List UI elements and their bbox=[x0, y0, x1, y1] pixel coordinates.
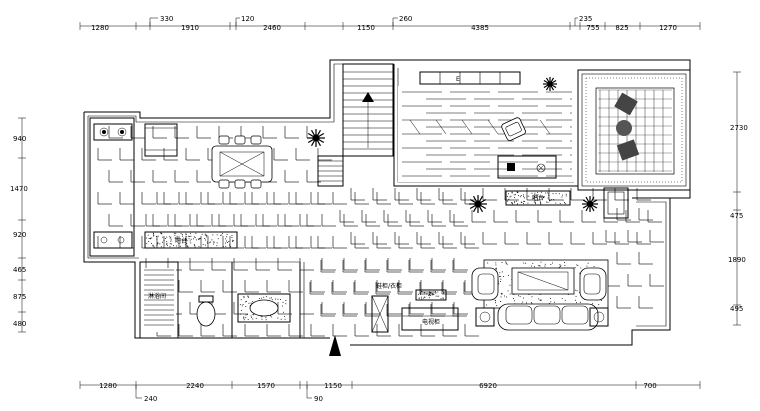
right-counter-label: 吧台 bbox=[532, 194, 544, 202]
plant-pot-icon bbox=[507, 163, 515, 171]
dim-right-1890: 1890 bbox=[728, 256, 746, 264]
right-counter: 吧台 bbox=[505, 190, 571, 206]
right-dimension-line bbox=[733, 71, 741, 326]
entrance-arrow-icon bbox=[329, 335, 341, 356]
side-table-right bbox=[589, 307, 609, 327]
dim-top-1280: 1280 bbox=[91, 24, 109, 32]
top-cabinet bbox=[419, 71, 521, 85]
sofa-armchair-left bbox=[471, 267, 499, 301]
dim-top-260: 260 bbox=[399, 15, 412, 23]
lamp-icon bbox=[536, 163, 546, 173]
armchair bbox=[501, 117, 526, 141]
dim-right-495: 495 bbox=[730, 305, 743, 313]
balcony-table bbox=[616, 120, 632, 136]
dim-bottom-240: 240 bbox=[144, 395, 157, 403]
dim-top-120: 120 bbox=[241, 15, 254, 23]
dim-bottom-1570: 1570 bbox=[257, 382, 275, 390]
dim-top-235: 235 bbox=[579, 15, 592, 23]
desk bbox=[497, 155, 557, 179]
sink bbox=[93, 231, 133, 249]
dim-top-825: 825 bbox=[615, 24, 628, 32]
dim-top-755: 755 bbox=[586, 24, 599, 32]
wash-basin bbox=[249, 299, 279, 317]
dim-right-475: 475 bbox=[730, 212, 743, 220]
dim-bottom-6920: 6920 bbox=[479, 382, 497, 390]
dim-top-2460: 2460 bbox=[263, 24, 281, 32]
balcony-tea-set bbox=[585, 77, 683, 183]
dim-left-1470: 1470 bbox=[10, 185, 28, 193]
right-cabinet bbox=[603, 187, 629, 219]
plant-icon bbox=[582, 196, 598, 212]
shoe-cabinet-label: 鞋柜/衣柜 bbox=[376, 282, 402, 290]
top-cabinet-label: E bbox=[456, 76, 460, 83]
dim-right-2730: 2730 bbox=[730, 124, 748, 132]
balcony-chair-bottom bbox=[616, 139, 640, 161]
shower-room: 淋浴间 bbox=[142, 268, 291, 332]
toilet bbox=[196, 301, 216, 327]
kitchen-counter: 吧台 bbox=[144, 231, 238, 249]
dim-left-940: 940 bbox=[13, 135, 26, 143]
dim-top-330: 330 bbox=[160, 15, 173, 23]
plant-icons bbox=[307, 77, 598, 213]
sofa-armchair-right bbox=[579, 267, 607, 301]
left-dimension-line bbox=[18, 117, 26, 333]
staircase bbox=[317, 63, 394, 187]
top-dimension-line bbox=[79, 17, 701, 30]
dim-left-920: 920 bbox=[13, 231, 26, 239]
plant-icon bbox=[469, 195, 487, 213]
dim-top-1910: 1910 bbox=[181, 24, 199, 32]
dim-left-875: 875 bbox=[13, 293, 26, 301]
dim-left-480: 480 bbox=[13, 320, 26, 328]
dim-bottom-1280: 1280 bbox=[99, 382, 117, 390]
dim-bottom-2240: 2240 bbox=[186, 382, 204, 390]
plant-icon bbox=[307, 129, 325, 147]
counter-label: 吧台 bbox=[175, 237, 187, 245]
dim-top-1150: 1150 bbox=[357, 24, 375, 32]
shoe-cabinet: 鞋柜/衣柜 bbox=[371, 282, 402, 333]
bedroom-wood-floor: E bbox=[398, 71, 574, 182]
dim-top-1270: 1270 bbox=[659, 24, 677, 32]
kitchen bbox=[89, 117, 178, 257]
main-sofa bbox=[497, 303, 599, 331]
dim-bottom-90: 90 bbox=[314, 395, 323, 403]
living-room-sofa-set bbox=[471, 259, 609, 331]
shower-label: 淋浴间 bbox=[148, 292, 166, 300]
plant-icon bbox=[543, 77, 557, 91]
dim-bottom-700: 700 bbox=[643, 382, 656, 390]
bathroom-walls bbox=[139, 261, 305, 339]
fridge bbox=[144, 123, 178, 157]
side-table-left bbox=[475, 307, 495, 327]
dim-bottom-1150: 1150 bbox=[324, 382, 342, 390]
stove bbox=[93, 123, 133, 141]
balcony-chair-top bbox=[614, 92, 638, 116]
dining-table bbox=[211, 135, 273, 189]
stair-up-arrow bbox=[362, 92, 374, 102]
bathroom-vanity bbox=[237, 293, 291, 323]
bottom-dimension-line bbox=[79, 381, 701, 399]
dim-top-4385: 4385 bbox=[471, 24, 489, 32]
tv-cabinet: 电视柜 bbox=[401, 289, 459, 331]
dim-left-465: 465 bbox=[13, 266, 26, 274]
tv-cabinet-label: 电视柜 bbox=[422, 318, 440, 326]
